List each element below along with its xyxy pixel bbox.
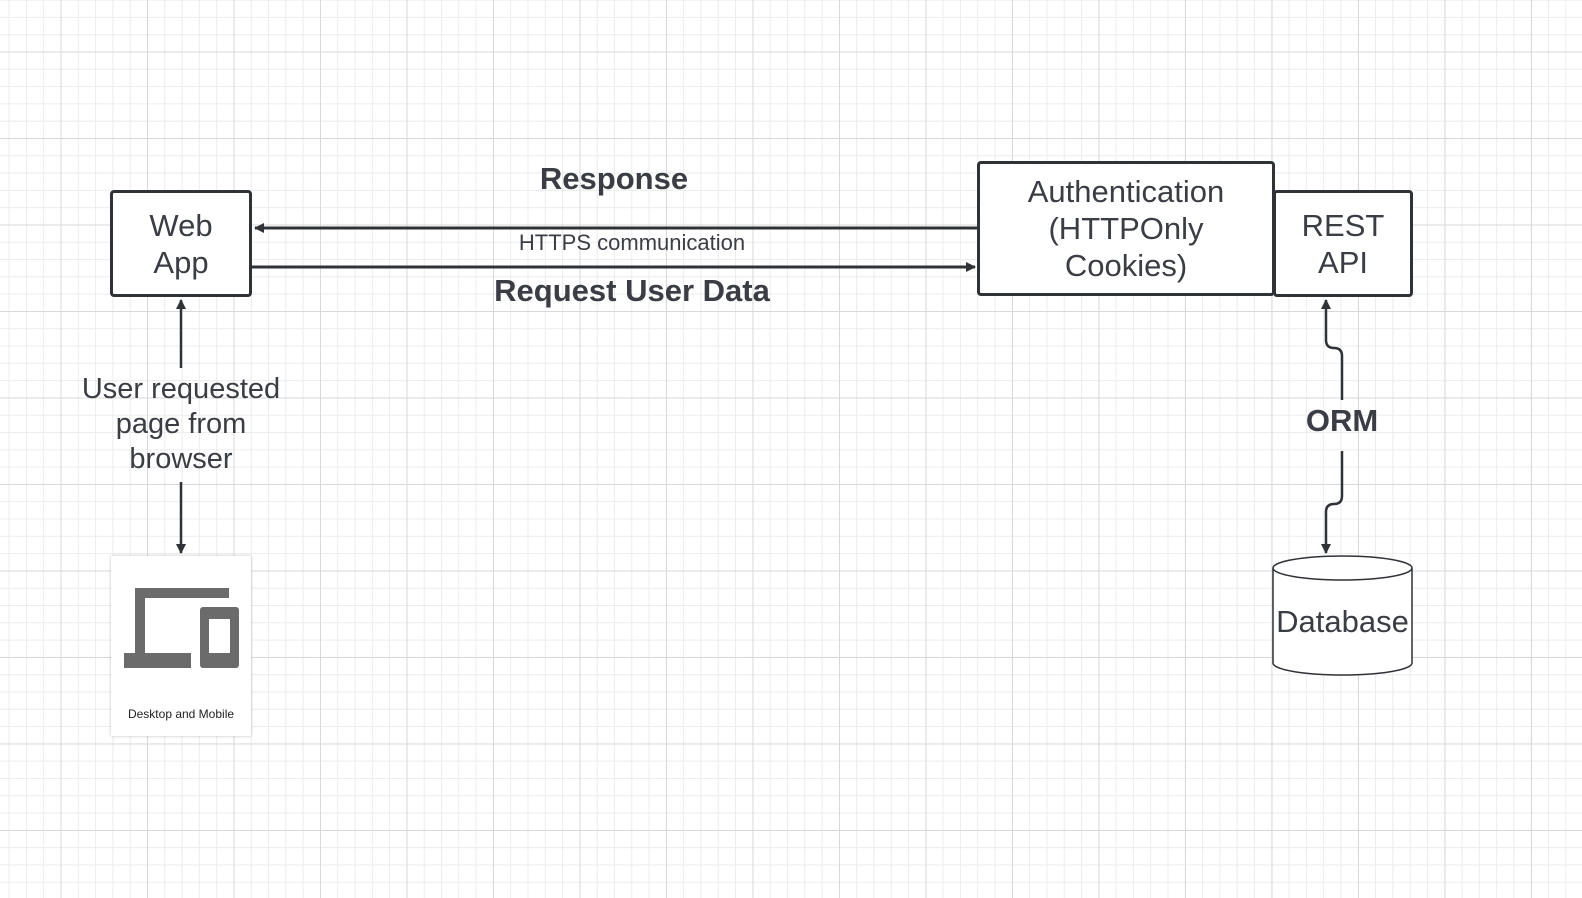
rest-api-label-line1: REST — [1301, 207, 1385, 243]
orm-down-connector — [1321, 451, 1344, 554]
orm-up-connector — [1321, 299, 1344, 400]
orm-label: ORM — [1305, 403, 1379, 438]
web-app-label-line1: Web — [149, 207, 213, 243]
rest-api-label-line2: API — [1318, 244, 1368, 280]
web-app-box[interactable]: Web App — [110, 190, 252, 297]
database-cylinder — [1272, 555, 1413, 676]
devices-icon — [124, 588, 239, 668]
user-request-line1: User requested — [81, 373, 281, 405]
response-label: Response — [539, 161, 689, 196]
request-label: Request User Data — [494, 273, 770, 308]
authentication-box[interactable]: Authentication (HTTPOnly Cookies) — [977, 161, 1275, 296]
user-request-line2: page from — [115, 408, 247, 440]
device-caption: Desktop and Mobile — [127, 707, 235, 721]
user-request-label: User requested page from browser — [61, 372, 301, 477]
auth-label-line1: Authentication — [1027, 174, 1225, 209]
https-label: HTTPS communication — [518, 230, 746, 255]
auth-label-line3: Cookies) — [1064, 248, 1188, 283]
user-request-line3: browser — [129, 443, 233, 475]
database-label: Database — [1276, 604, 1409, 639]
device-card[interactable]: Desktop and Mobile — [111, 556, 251, 736]
rest-api-box[interactable]: REST API — [1273, 190, 1413, 297]
web-app-label-line2: App — [153, 244, 209, 280]
auth-label-line2: (HTTPOnly — [1048, 211, 1204, 246]
